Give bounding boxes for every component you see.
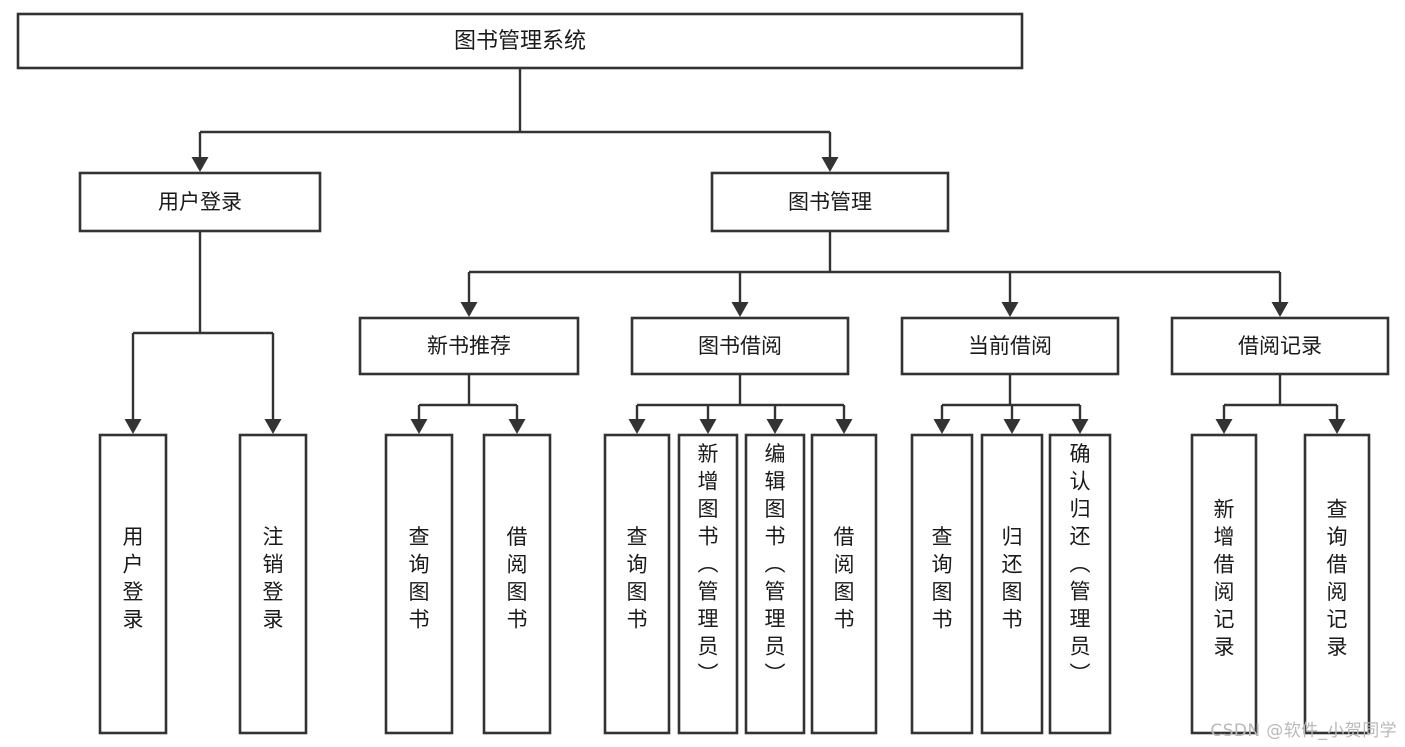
node-label-nbr-query-book: 查询图书 — [409, 525, 430, 632]
node-label-cb-confirm-return: 确认归还︵管理员︶ — [1070, 442, 1091, 686]
node-bb-borrow-book[interactable]: 借阅图书 — [810, 433, 878, 735]
node-cb-return-book[interactable]: 归还图书 — [980, 433, 1044, 735]
arrow-head-icon — [1003, 419, 1021, 434]
node-box-borrow-record — [1170, 316, 1390, 376]
node-label-nbr-borrow-book: 借阅图书 — [507, 525, 528, 632]
arrow-head-icon — [1001, 302, 1019, 317]
node-br-query-record[interactable]: 查询借阅记录 — [1303, 433, 1371, 735]
node-user-login-leaf[interactable]: 用户登录 — [98, 433, 168, 735]
node-label-current-borrow: 当前借阅 — [968, 334, 1052, 358]
arrow-head-icon — [699, 419, 717, 434]
node-label-bb-borrow-book: 借阅图书 — [834, 525, 855, 632]
arrow-head-icon — [835, 419, 853, 434]
node-box-current-borrow — [900, 316, 1120, 376]
node-box-new-book-recommend — [358, 316, 580, 376]
arrow-head-icon — [628, 419, 646, 434]
node-box-cb-confirm-return — [1048, 433, 1112, 735]
node-box-bb-edit-book — [744, 433, 806, 735]
arrow-head-icon — [933, 419, 951, 434]
node-box-book-borrow — [630, 316, 850, 376]
node-label-new-book-recommend: 新书推荐 — [427, 334, 511, 358]
node-label-borrow-record: 借阅记录 — [1238, 334, 1322, 358]
node-label-root: 图书管理系统 — [454, 29, 586, 54]
node-box-bb-query-book — [603, 433, 671, 735]
node-nbr-query-book[interactable]: 查询图书 — [384, 433, 454, 735]
node-layer: 图书管理系统用户登录图书管理新书推荐图书借阅当前借阅借阅记录用户登录注销登录查询… — [16, 12, 1390, 735]
node-label-user-login: 用户登录 — [158, 190, 242, 214]
node-label-cb-query-book: 查询图书 — [932, 525, 953, 632]
node-cb-confirm-return[interactable]: 确认归还︵管理员︶ — [1048, 433, 1112, 735]
node-box-cb-query-book — [910, 433, 974, 735]
arrow-head-icon — [1071, 419, 1089, 434]
node-label-cb-return-book: 归还图书 — [1002, 525, 1023, 632]
node-cb-query-book[interactable]: 查询图书 — [910, 433, 974, 735]
node-nbr-borrow-book[interactable]: 借阅图书 — [482, 433, 552, 735]
node-box-nbr-borrow-book — [482, 433, 552, 735]
node-label-br-add-record: 新增借阅记录 — [1214, 497, 1235, 659]
arrow-head-icon — [1328, 419, 1346, 434]
node-bb-edit-book[interactable]: 编辑图书︵管理员︶ — [744, 433, 806, 735]
arrow-head-icon — [410, 419, 428, 434]
node-label-bb-query-book: 查询图书 — [627, 525, 648, 632]
arrow-head-icon — [460, 302, 478, 317]
node-box-bb-borrow-book — [810, 433, 878, 735]
node-root[interactable]: 图书管理系统 — [16, 12, 1024, 70]
arrow-head-icon — [191, 157, 209, 172]
arrow-head-icon — [508, 419, 526, 434]
node-box-br-add-record — [1190, 433, 1258, 735]
node-bb-query-book[interactable]: 查询图书 — [603, 433, 671, 735]
node-box-cb-return-book — [980, 433, 1044, 735]
node-book-management[interactable]: 图书管理 — [710, 171, 950, 233]
arrow-head-icon — [766, 419, 784, 434]
node-book-borrow[interactable]: 图书借阅 — [630, 316, 850, 376]
arrow-head-icon — [1271, 302, 1289, 317]
node-label-bb-add-book: 新增图书︵管理员︶ — [698, 442, 719, 686]
arrow-head-icon — [731, 302, 749, 317]
arrow-head-icon — [264, 419, 282, 434]
node-box-book-management — [710, 171, 950, 233]
node-borrow-record[interactable]: 借阅记录 — [1170, 316, 1390, 376]
node-label-book-management: 图书管理 — [788, 190, 872, 214]
arrow-head-icon — [821, 157, 839, 172]
node-box-nbr-query-book — [384, 433, 454, 735]
node-box-root — [16, 12, 1024, 70]
node-label-user-login-leaf: 用户登录 — [123, 525, 144, 632]
node-label-user-logout-leaf: 注销登录 — [263, 525, 284, 632]
node-box-user-login-leaf — [98, 433, 168, 735]
node-user-logout-leaf[interactable]: 注销登录 — [238, 433, 308, 735]
node-box-user-logout-leaf — [238, 433, 308, 735]
node-label-book-borrow: 图书借阅 — [698, 334, 782, 358]
node-box-user-login — [78, 171, 322, 233]
node-bb-add-book[interactable]: 新增图书︵管理员︶ — [677, 433, 739, 735]
node-box-br-query-record — [1303, 433, 1371, 735]
arrow-head-icon — [1215, 419, 1233, 434]
node-current-borrow[interactable]: 当前借阅 — [900, 316, 1120, 376]
node-user-login[interactable]: 用户登录 — [78, 171, 322, 233]
node-br-add-record[interactable]: 新增借阅记录 — [1190, 433, 1258, 735]
node-box-bb-add-book — [677, 433, 739, 735]
node-label-bb-edit-book: 编辑图书︵管理员︶ — [765, 442, 786, 686]
node-new-book-recommend[interactable]: 新书推荐 — [358, 316, 580, 376]
node-label-br-query-record: 查询借阅记录 — [1327, 497, 1348, 659]
arrow-head-icon — [124, 419, 142, 434]
watermark-label: CSDN @软件_小贺同学 — [1210, 721, 1397, 741]
connector-layer — [124, 68, 1346, 434]
